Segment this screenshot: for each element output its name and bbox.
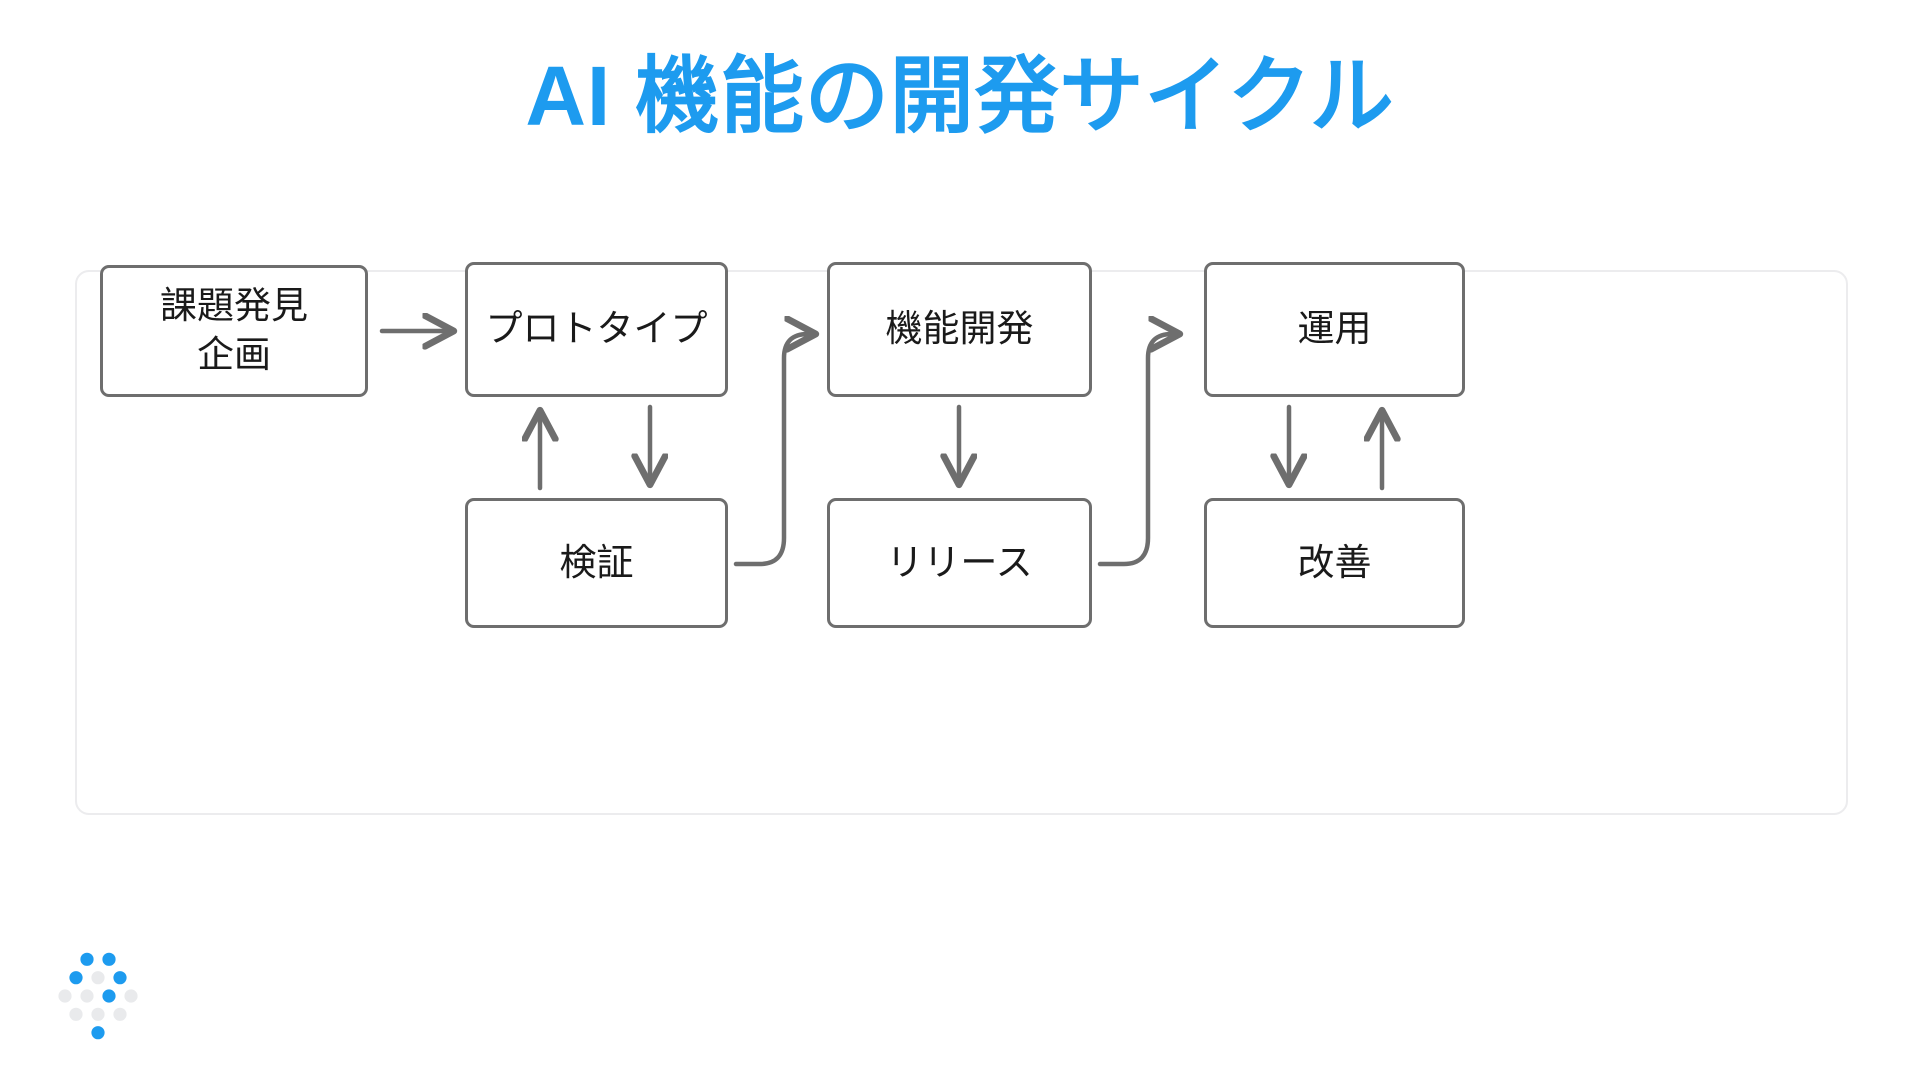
logo-dot xyxy=(91,971,105,985)
logo-dot xyxy=(113,1007,127,1021)
logo-dot xyxy=(91,1007,105,1021)
node-validation[interactable]: 検証 xyxy=(465,498,728,628)
logo-dot xyxy=(80,989,94,1003)
node-discovery[interactable]: 課題発見 企画 xyxy=(100,265,368,397)
page-title: AI 機能の開発サイクル xyxy=(525,49,1395,143)
logo-dot xyxy=(80,952,94,966)
logo-dot xyxy=(113,971,127,985)
logo-dot xyxy=(58,989,72,1003)
logo-dot xyxy=(124,989,138,1003)
logo-dot xyxy=(91,1026,105,1040)
dot-diamond-logo xyxy=(58,952,138,1040)
node-prototype[interactable]: プロトタイプ xyxy=(465,262,728,397)
logo-dot xyxy=(69,1007,83,1021)
node-operation[interactable]: 運用 xyxy=(1204,262,1465,397)
logo-dot xyxy=(102,989,116,1003)
node-improvement[interactable]: 改善 xyxy=(1204,498,1465,628)
node-release[interactable]: リリース xyxy=(827,498,1092,628)
logo-dot xyxy=(102,952,116,966)
node-development[interactable]: 機能開発 xyxy=(827,262,1092,397)
logo-dot xyxy=(69,971,83,985)
